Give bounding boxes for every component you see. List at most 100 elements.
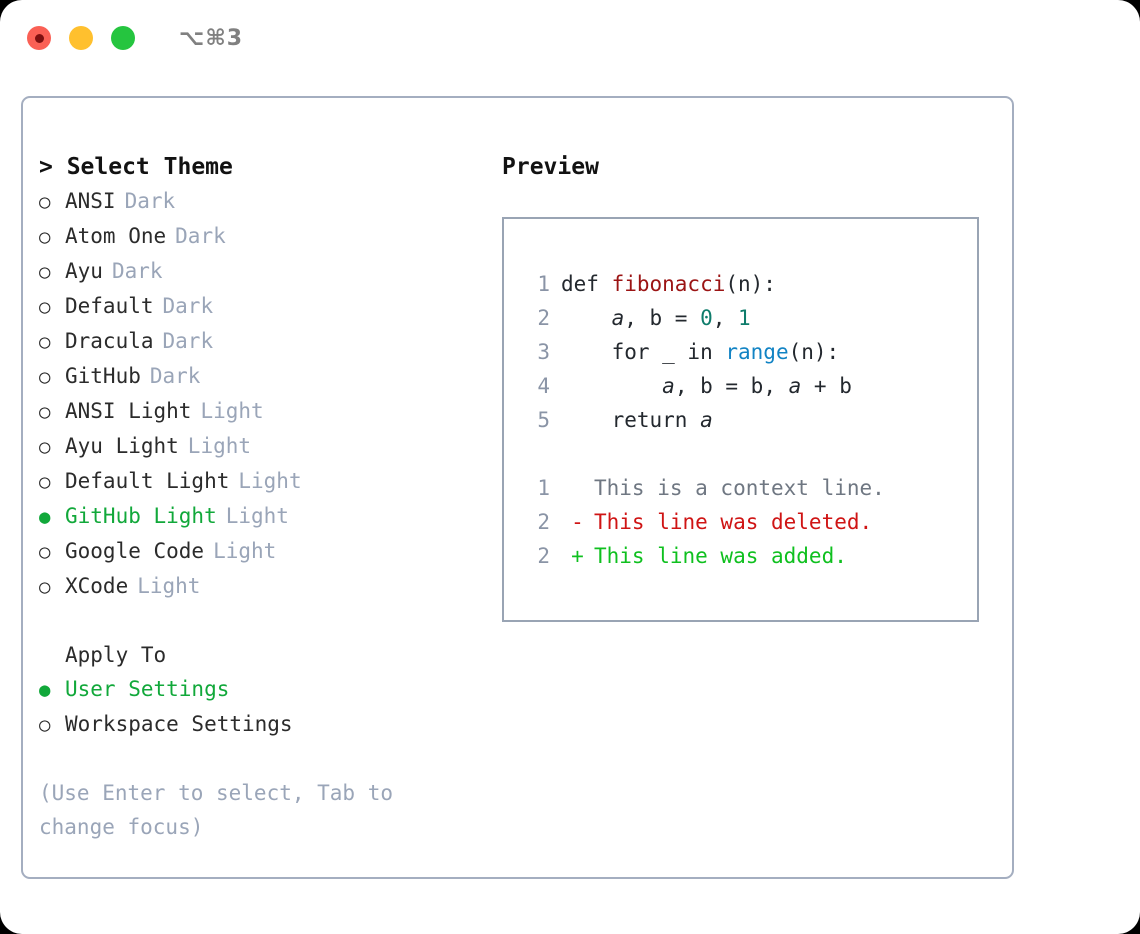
minimize-button[interactable] bbox=[69, 26, 93, 50]
radio-selected-icon: ● bbox=[39, 506, 51, 528]
code-line: 3 for _ in range(n): bbox=[504, 335, 977, 369]
hint-spacer bbox=[39, 742, 479, 776]
code-token-var: a bbox=[662, 374, 675, 398]
keyboard-shortcut-label: ⌥⌘3 bbox=[179, 25, 244, 51]
maximize-button[interactable] bbox=[111, 26, 135, 50]
theme-option-kind: Dark bbox=[111, 259, 163, 283]
diff-marker-add: + bbox=[571, 544, 584, 568]
diff-line-text: This line was added. bbox=[594, 544, 847, 568]
code-token-num: 0 bbox=[700, 306, 713, 330]
radio-unselected-icon: ○ bbox=[39, 366, 51, 388]
apply-to-option-workspace-settings[interactable]: ○ Workspace Settings bbox=[39, 707, 479, 742]
radio-unselected-icon: ○ bbox=[39, 226, 51, 248]
theme-option-kind: Light bbox=[238, 469, 302, 493]
code-line-number: 1 bbox=[537, 272, 550, 296]
diff-line-number: 2 bbox=[537, 510, 550, 534]
radio-unselected-icon: ○ bbox=[39, 331, 51, 353]
radio-unselected-icon: ○ bbox=[39, 191, 51, 213]
code-token-plain bbox=[561, 306, 612, 330]
theme-option-xcode[interactable]: ○ XCode Light bbox=[39, 569, 479, 604]
theme-option-kind: Dark bbox=[124, 189, 176, 213]
apply-to-option-label: User Settings bbox=[65, 677, 230, 701]
apply-to-title: Apply To bbox=[65, 643, 167, 667]
theme-option-label: Default bbox=[65, 294, 154, 318]
theme-option-label: Ayu bbox=[65, 259, 103, 283]
theme-option-kind: Dark bbox=[149, 364, 201, 388]
theme-option-label: ANSI Light bbox=[65, 399, 192, 423]
diff-line-ctx: 1 This is a context line. bbox=[504, 471, 977, 505]
theme-list-title: > Select Theme bbox=[39, 154, 233, 180]
theme-option-ayu[interactable]: ○ Ayu Dark bbox=[39, 254, 479, 289]
radio-unselected-icon: ○ bbox=[39, 714, 51, 736]
code-token-plain: , bbox=[712, 306, 739, 330]
code-diff-separator bbox=[504, 437, 977, 471]
code-line-text: a, b = b, a + b bbox=[550, 369, 852, 403]
list-spacer bbox=[39, 604, 479, 638]
theme-option-kind: Light bbox=[225, 504, 289, 528]
theme-option-kind: Light bbox=[213, 539, 277, 563]
theme-option-kind: Dark bbox=[162, 294, 214, 318]
radio-unselected-icon: ○ bbox=[39, 541, 51, 563]
code-token-plain: def bbox=[561, 272, 612, 296]
diff-sample: 1 This is a context line.2-This line was… bbox=[504, 471, 977, 573]
keyboard-hint-text: (Use Enter to select, Tab to change focu… bbox=[39, 781, 406, 839]
radio-unselected-icon: ○ bbox=[39, 261, 51, 283]
radio-unselected-icon: ○ bbox=[39, 576, 51, 598]
diff-marker-ctx bbox=[550, 471, 594, 505]
title-bar: ⌥⌘3 bbox=[0, 0, 1140, 76]
theme-option-github[interactable]: ○ GitHub Dark bbox=[39, 359, 479, 394]
theme-option-github-light[interactable]: ● GitHub Light Light bbox=[39, 499, 479, 534]
radio-unselected-icon: ○ bbox=[39, 401, 51, 423]
code-line: 2 a, b = 0, 1 bbox=[504, 301, 977, 335]
code-token-builtin: range bbox=[725, 340, 789, 364]
code-line-text: a, b = 0, 1 bbox=[550, 301, 751, 335]
theme-option-label: GitHub Light bbox=[65, 504, 217, 528]
apply-to-option-user-settings[interactable]: ● User Settings bbox=[39, 672, 479, 707]
diff-line-add: 2 + This line was added. bbox=[504, 539, 977, 573]
theme-option-label: GitHub bbox=[65, 364, 141, 388]
code-token-plain: (n): bbox=[788, 340, 840, 364]
code-line-text: for _ in range(n): bbox=[550, 335, 840, 369]
theme-option-kind: Light bbox=[137, 574, 201, 598]
code-line-number: 5 bbox=[537, 408, 550, 432]
code-line-text: return a bbox=[550, 403, 713, 437]
code-token-var: a bbox=[700, 408, 713, 432]
code-token-plain: for _ in bbox=[561, 340, 726, 364]
theme-option-label: Atom One bbox=[65, 224, 167, 248]
theme-option-kind: Dark bbox=[162, 329, 214, 353]
theme-option-ansi-light[interactable]: ○ ANSI Light Light bbox=[39, 394, 479, 429]
radio-unselected-icon: ○ bbox=[39, 436, 51, 458]
diff-line-text: This line was deleted. bbox=[594, 510, 873, 534]
radio-unselected-icon: ○ bbox=[39, 471, 51, 493]
radio-selected-icon: ● bbox=[39, 679, 51, 701]
diff-line-del: 2-This line was deleted. bbox=[504, 505, 977, 539]
close-button[interactable] bbox=[27, 26, 51, 50]
code-line-number: 4 bbox=[537, 374, 550, 398]
theme-option-label: Ayu Light bbox=[65, 434, 179, 458]
code-token-plain: return bbox=[561, 408, 701, 432]
theme-option-kind: Dark bbox=[175, 224, 226, 248]
preview-title: Preview bbox=[502, 154, 599, 180]
apply-to-list: ● User Settings ○ Workspace Settings bbox=[39, 672, 479, 742]
theme-option-kind: Light bbox=[200, 399, 264, 423]
code-token-var: a bbox=[611, 306, 625, 330]
diff-line-number: 2 bbox=[537, 544, 550, 568]
theme-option-atom-one[interactable]: ○ Atom One Dark bbox=[39, 219, 479, 254]
theme-option-label: XCode bbox=[65, 574, 129, 598]
theme-option-ansi[interactable]: ○ ANSI Dark bbox=[39, 184, 479, 219]
theme-option-label: ANSI bbox=[65, 189, 116, 213]
code-line: 4 a, b = b, a + b bbox=[504, 369, 977, 403]
apply-to-option-label: Workspace Settings bbox=[65, 712, 293, 736]
